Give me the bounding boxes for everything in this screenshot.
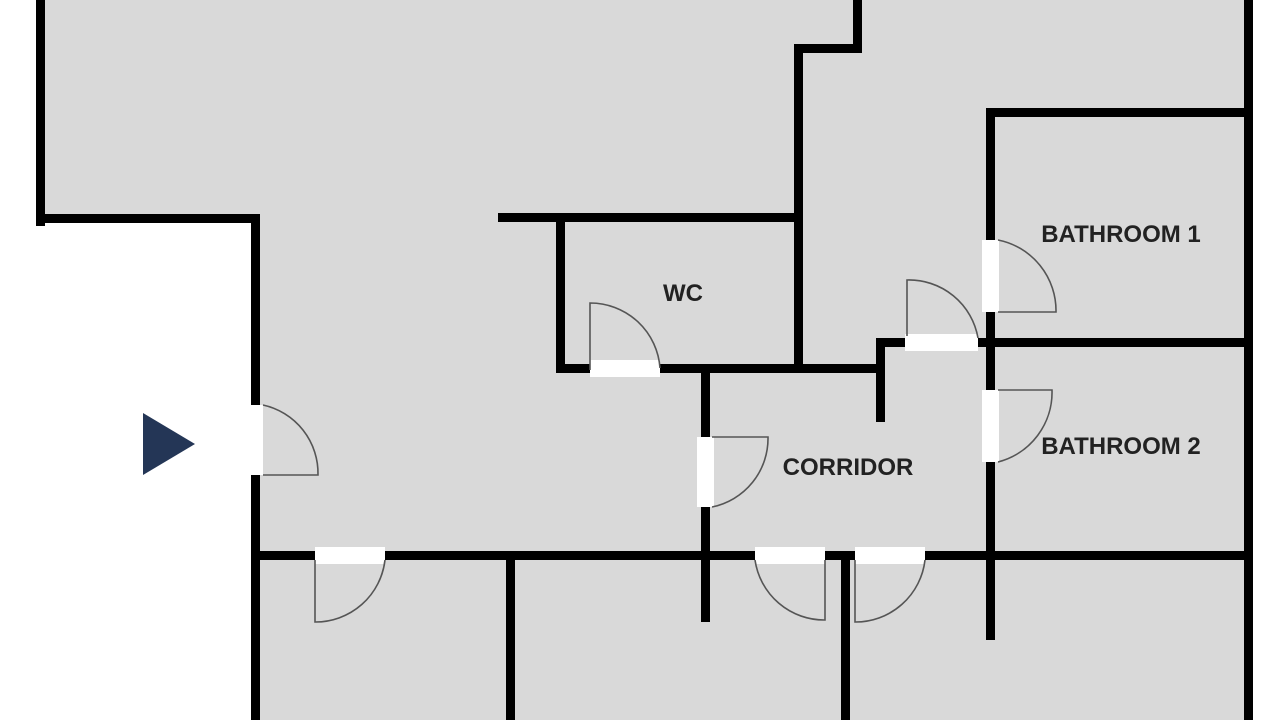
door-openings [248, 240, 999, 564]
room-label-wc: WC [663, 280, 703, 307]
corridor-upper-door [906, 279, 979, 339]
room-bottom-left-door [314, 559, 386, 623]
room-label-bathroom1: BATHROOM 1 [1041, 221, 1201, 248]
play-arrow-icon [143, 413, 195, 475]
room-label-bathroom2: BATHROOM 2 [1041, 433, 1201, 460]
corridor-door [711, 436, 769, 508]
bathroom2-door [997, 389, 1053, 463]
room-bottom-middle-door [754, 559, 826, 621]
entrance-door [262, 404, 319, 476]
door-swings [262, 239, 1057, 623]
bathroom1-door [997, 239, 1057, 313]
room-label-corridor: CORRIDOR [783, 454, 914, 481]
room-bottom-right-door [854, 559, 926, 623]
wc-door [589, 302, 661, 370]
